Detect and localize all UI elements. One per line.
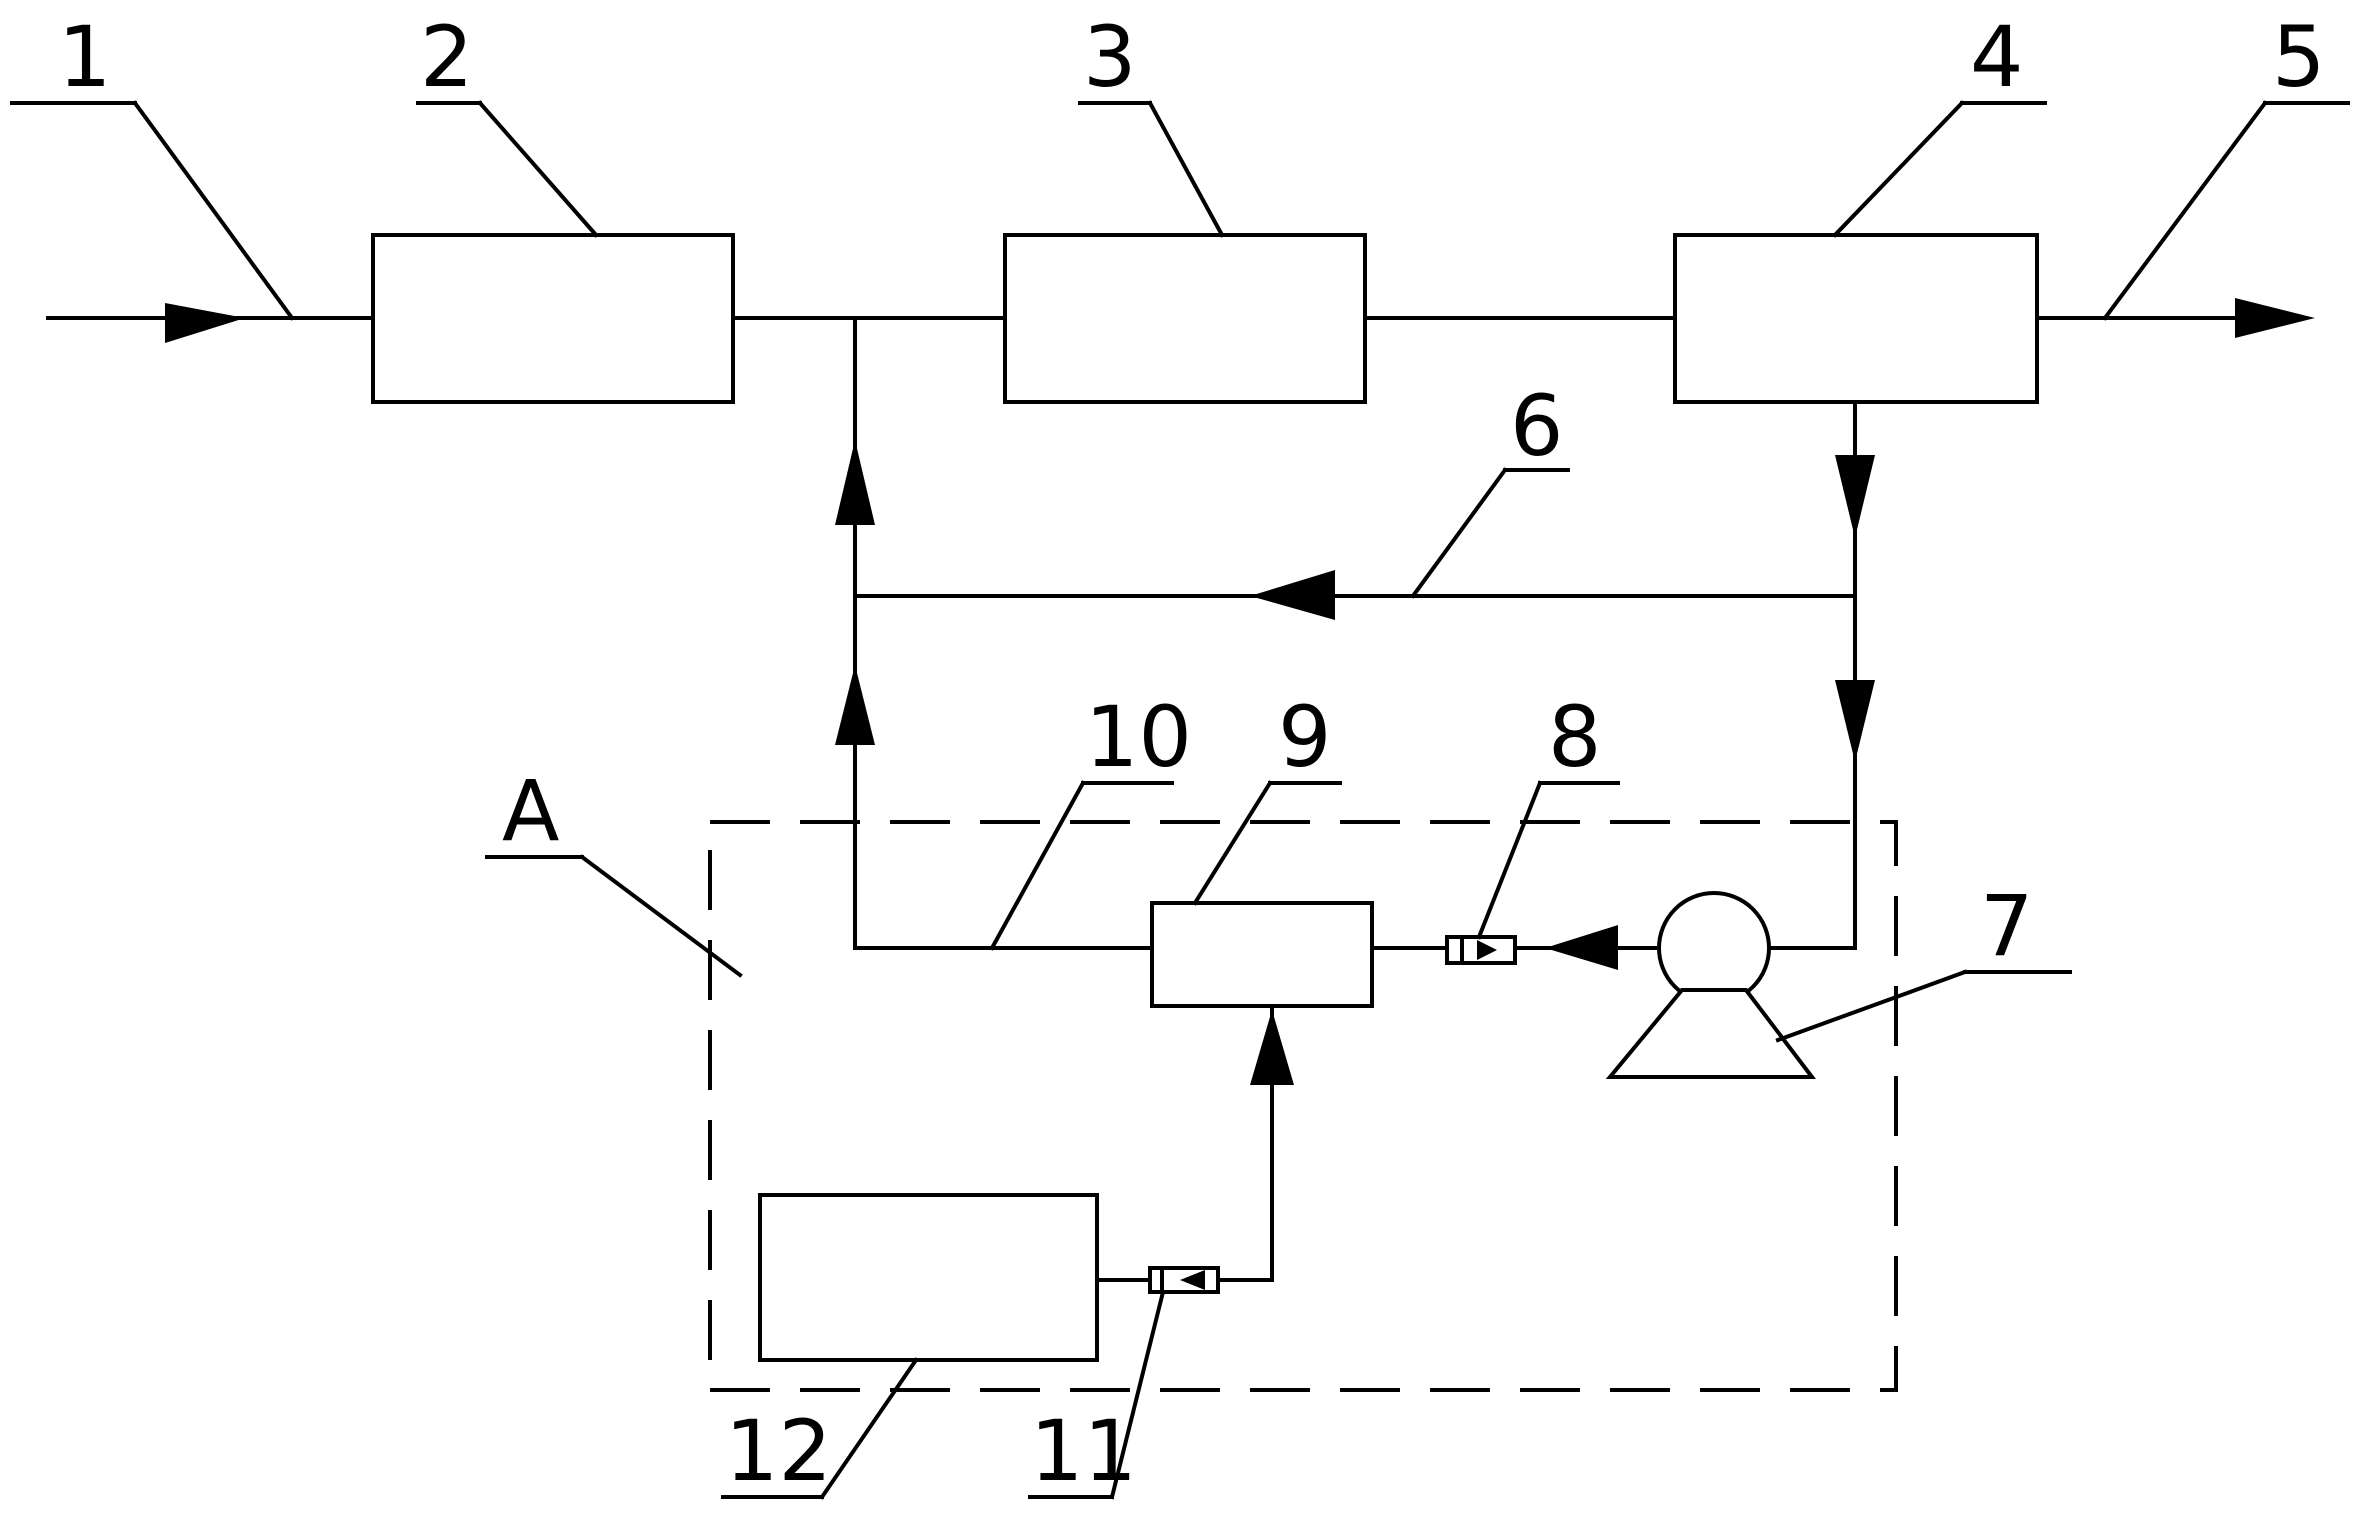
valve-8-flow-arrow — [1477, 940, 1497, 960]
leader-10-diag — [989, 780, 1086, 951]
leader-1-diag — [132, 100, 295, 321]
drain-arrow-lower — [1835, 680, 1875, 762]
leader-6-diag — [1410, 467, 1508, 599]
label-12: 12 — [725, 1402, 832, 1500]
unit-3-box — [1003, 233, 1367, 404]
dosing-arrow — [1250, 1010, 1294, 1085]
leader-4-diag — [1832, 100, 1965, 238]
leader-8-diag — [1476, 780, 1543, 940]
label-1: 1 — [58, 8, 111, 106]
label-5: 5 — [2272, 8, 2325, 106]
riser-arrow-lower — [835, 665, 875, 745]
pump-7-base — [1605, 988, 1817, 1079]
drain-arrow-upper — [1835, 455, 1875, 538]
unit-4-box — [1673, 233, 2039, 404]
leader-5-diag — [2102, 100, 2268, 321]
pump-outlet-arrow — [1545, 925, 1618, 970]
pump-7-body — [1657, 891, 1771, 1005]
leader-9-diag — [1192, 780, 1273, 906]
leader-a-diag — [579, 854, 743, 978]
leader-3-diag — [1147, 100, 1225, 238]
riser-arrow-upper — [835, 440, 875, 525]
unit-12-box — [758, 1193, 1099, 1362]
unit-2-box — [371, 233, 735, 404]
label-2: 2 — [420, 8, 473, 106]
recycle-arrow — [1250, 570, 1335, 620]
leader-2-diag — [477, 100, 599, 238]
label-3: 3 — [1083, 8, 1136, 106]
inlet-arrow — [165, 303, 245, 343]
label-9: 9 — [1278, 688, 1331, 786]
label-7: 7 — [1980, 877, 2033, 975]
subsystem-a-boundary — [708, 820, 1898, 1392]
label-11: 11 — [1030, 1402, 1137, 1500]
leader-12-diag — [819, 1357, 919, 1500]
label-6: 6 — [1510, 377, 1563, 475]
label-4: 4 — [1970, 8, 2023, 106]
label-8: 8 — [1548, 688, 1601, 786]
valve-11-flow-arrow — [1180, 1270, 1205, 1290]
label-10: 10 — [1085, 688, 1192, 786]
outlet-arrow — [2235, 298, 2315, 338]
label-a: A — [502, 762, 559, 860]
leader-11-diag — [1109, 1289, 1166, 1500]
unit-9-box — [1150, 901, 1374, 1008]
leader-7-diag — [1775, 969, 1968, 1043]
